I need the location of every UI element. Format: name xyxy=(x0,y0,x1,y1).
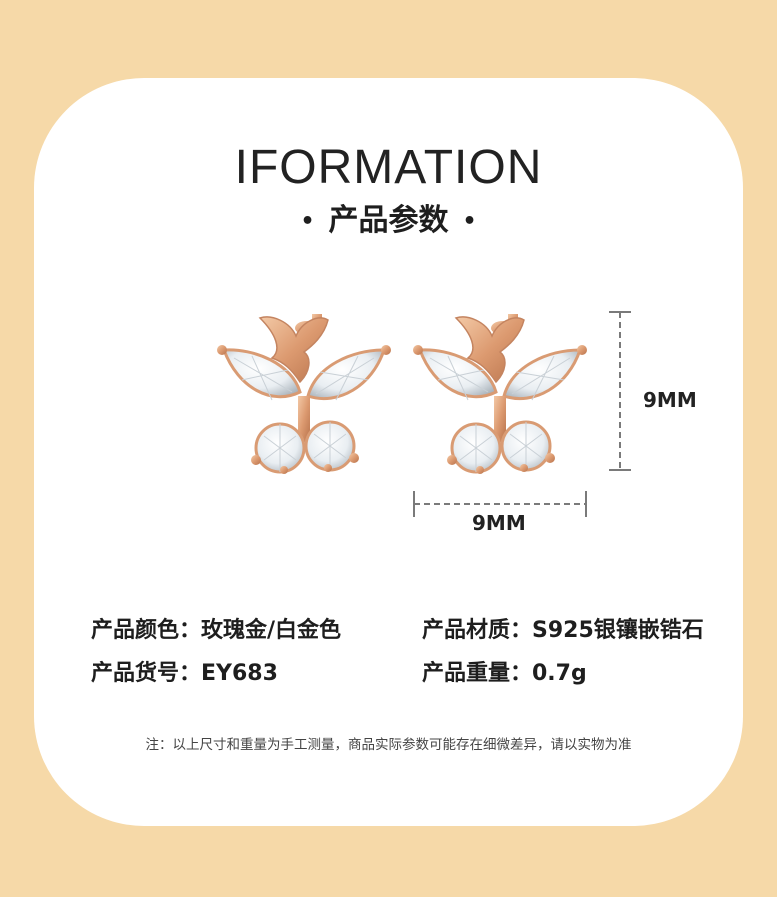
height-dimension-line xyxy=(609,311,631,471)
earring-left xyxy=(217,314,391,474)
page-title: IFORMATION xyxy=(234,141,543,194)
width-label: 9MM xyxy=(472,511,526,535)
earring-right xyxy=(411,312,589,476)
bullet-right: • xyxy=(462,209,477,234)
page-subtitle: • 产品参数 • xyxy=(0,195,777,239)
spec-weight: 产品重量：0.7g xyxy=(422,661,587,686)
butterfly-earrings-image xyxy=(217,312,589,476)
info-card xyxy=(34,78,743,826)
subtitle-text: 产品参数 xyxy=(328,203,449,238)
spec-color: 产品颜色：玫瑰金/白金色 xyxy=(91,618,342,643)
bullet-left: • xyxy=(300,209,315,234)
spec-material: 产品材质：S925银镶嵌锆石 xyxy=(422,618,704,643)
width-dimension-line xyxy=(413,491,587,517)
height-label: 9MM xyxy=(643,388,697,412)
spec-item-no: 产品货号：EY683 xyxy=(91,661,278,686)
measurement-note: 注：以上尺寸和重量为手工测量，商品实际参数可能存在细微差异，请以实物为准 xyxy=(145,737,632,753)
